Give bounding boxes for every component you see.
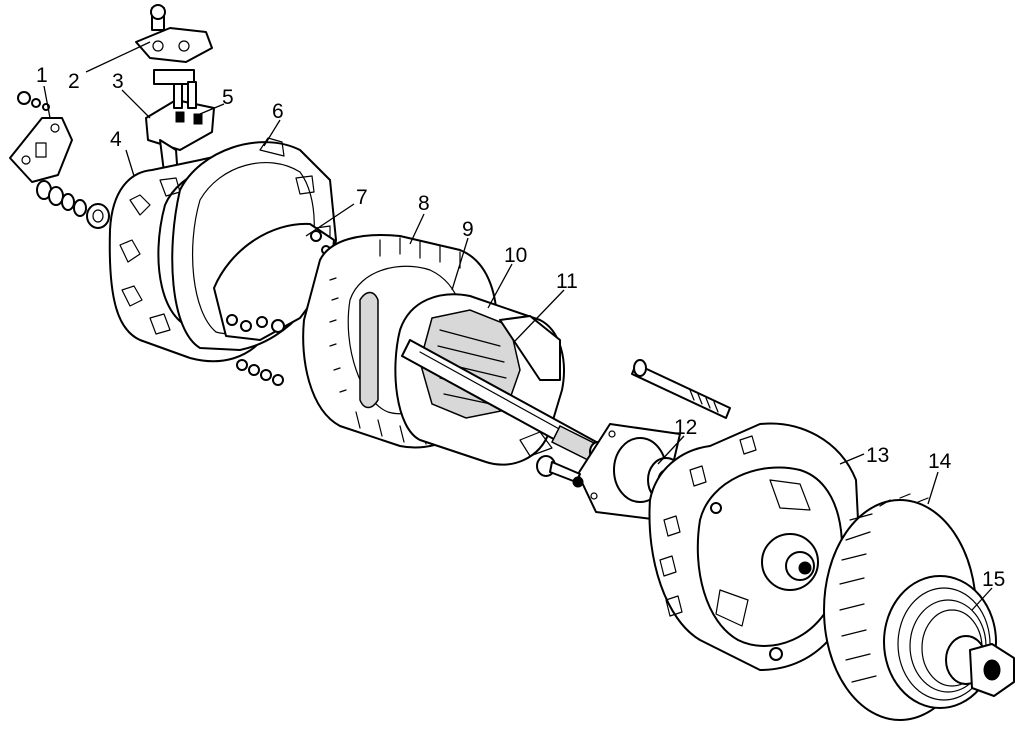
label-8: 8 [418, 192, 430, 215]
label-11: 11 [556, 270, 578, 293]
leader-6 [263, 119, 281, 147]
leader-7 [305, 203, 355, 237]
drive-pulley [883, 575, 997, 709]
label-6: 6 [272, 100, 284, 123]
label-1: 1 [36, 64, 48, 87]
leader-3 [121, 89, 151, 119]
leader-11 [513, 289, 565, 343]
leader-9 [451, 237, 469, 291]
leader-5 [199, 103, 225, 115]
label-2: 2 [68, 70, 80, 93]
leader-lines [43, 41, 993, 611]
label-15: 15 [982, 568, 1005, 591]
label-14: 14 [928, 450, 952, 473]
label-9: 9 [462, 218, 474, 241]
label-12: 12 [674, 416, 697, 439]
rear-cover-plate [9, 117, 73, 183]
leader-4 [125, 149, 135, 177]
label-13: 13 [866, 444, 889, 467]
label-4: 4 [110, 128, 122, 151]
callout-labels: 1 2 3 4 5 6 7 8 9 10 11 12 13 14 15 [36, 64, 1005, 591]
label-10: 10 [504, 244, 527, 267]
leader-12 [657, 435, 685, 465]
mounting-bracket [135, 4, 213, 63]
leader-2 [85, 41, 151, 73]
leader-8 [409, 213, 425, 245]
diode-screws [236, 359, 284, 386]
leader-14 [927, 471, 939, 505]
through-bolt [631, 359, 731, 419]
label-7: 7 [356, 186, 368, 209]
cover-screw [17, 91, 50, 111]
leader-1 [43, 85, 51, 119]
pulley-nut [969, 643, 1015, 697]
rear-bearing-stack [36, 180, 110, 229]
retainer-screw [536, 455, 584, 488]
label-5: 5 [222, 86, 234, 109]
label-3: 3 [112, 70, 124, 93]
leader-10 [487, 263, 513, 309]
leader-15 [971, 587, 993, 611]
leader-13 [839, 453, 865, 465]
